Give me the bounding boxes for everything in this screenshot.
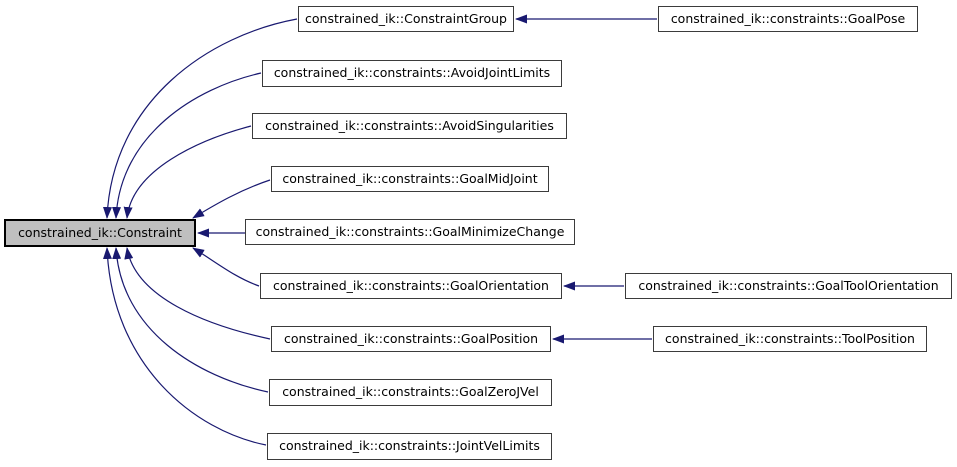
class-node-tool-position[interactable]: constrained_ik::constraints::ToolPositio… <box>653 326 927 352</box>
edge-avoidsingularities-to-constraint <box>123 125 252 219</box>
edge-constraintgroup-to-constraint <box>102 18 298 219</box>
edge-goalposition-to-constraint <box>124 247 271 340</box>
edge-goalorientation-to-constraint <box>192 247 260 287</box>
class-node-joint-vel-limits[interactable]: constrained_ik::constraints::JointVelLim… <box>267 433 552 460</box>
class-node-goal-pose[interactable]: constrained_ik::constraints::GoalPose <box>658 6 918 32</box>
edge-goalmidjoint-to-constraint <box>192 179 271 219</box>
edge-jointvellimits-to-constraint <box>102 247 267 446</box>
class-node-constraint-group[interactable]: constrained_ik::ConstraintGroup <box>298 6 514 32</box>
class-node-goal-orientation[interactable]: constrained_ik::constraints::GoalOrienta… <box>260 273 562 299</box>
class-node-avoid-singularities[interactable]: constrained_ik::constraints::AvoidSingul… <box>252 113 567 139</box>
class-node-goal-zero-jvel[interactable]: constrained_ik::constraints::GoalZeroJVe… <box>269 379 552 406</box>
class-node-avoid-joint-limits[interactable]: constrained_ik::constraints::AvoidJointL… <box>262 60 562 87</box>
class-node-goal-minimize-change[interactable]: constrained_ik::constraints::GoalMinimiz… <box>245 219 575 245</box>
class-node-constraint: constrained_ik::Constraint <box>4 219 196 247</box>
class-node-goal-position[interactable]: constrained_ik::constraints::GoalPositio… <box>271 326 551 352</box>
edge-avoidjointlimits-to-constraint <box>112 72 262 219</box>
edge-goalzerojvel-to-constraint <box>112 247 269 393</box>
class-node-goal-mid-joint[interactable]: constrained_ik::constraints::GoalMidJoin… <box>271 166 549 192</box>
class-node-goal-tool-orientation[interactable]: constrained_ik::constraints::GoalToolOri… <box>625 273 952 299</box>
